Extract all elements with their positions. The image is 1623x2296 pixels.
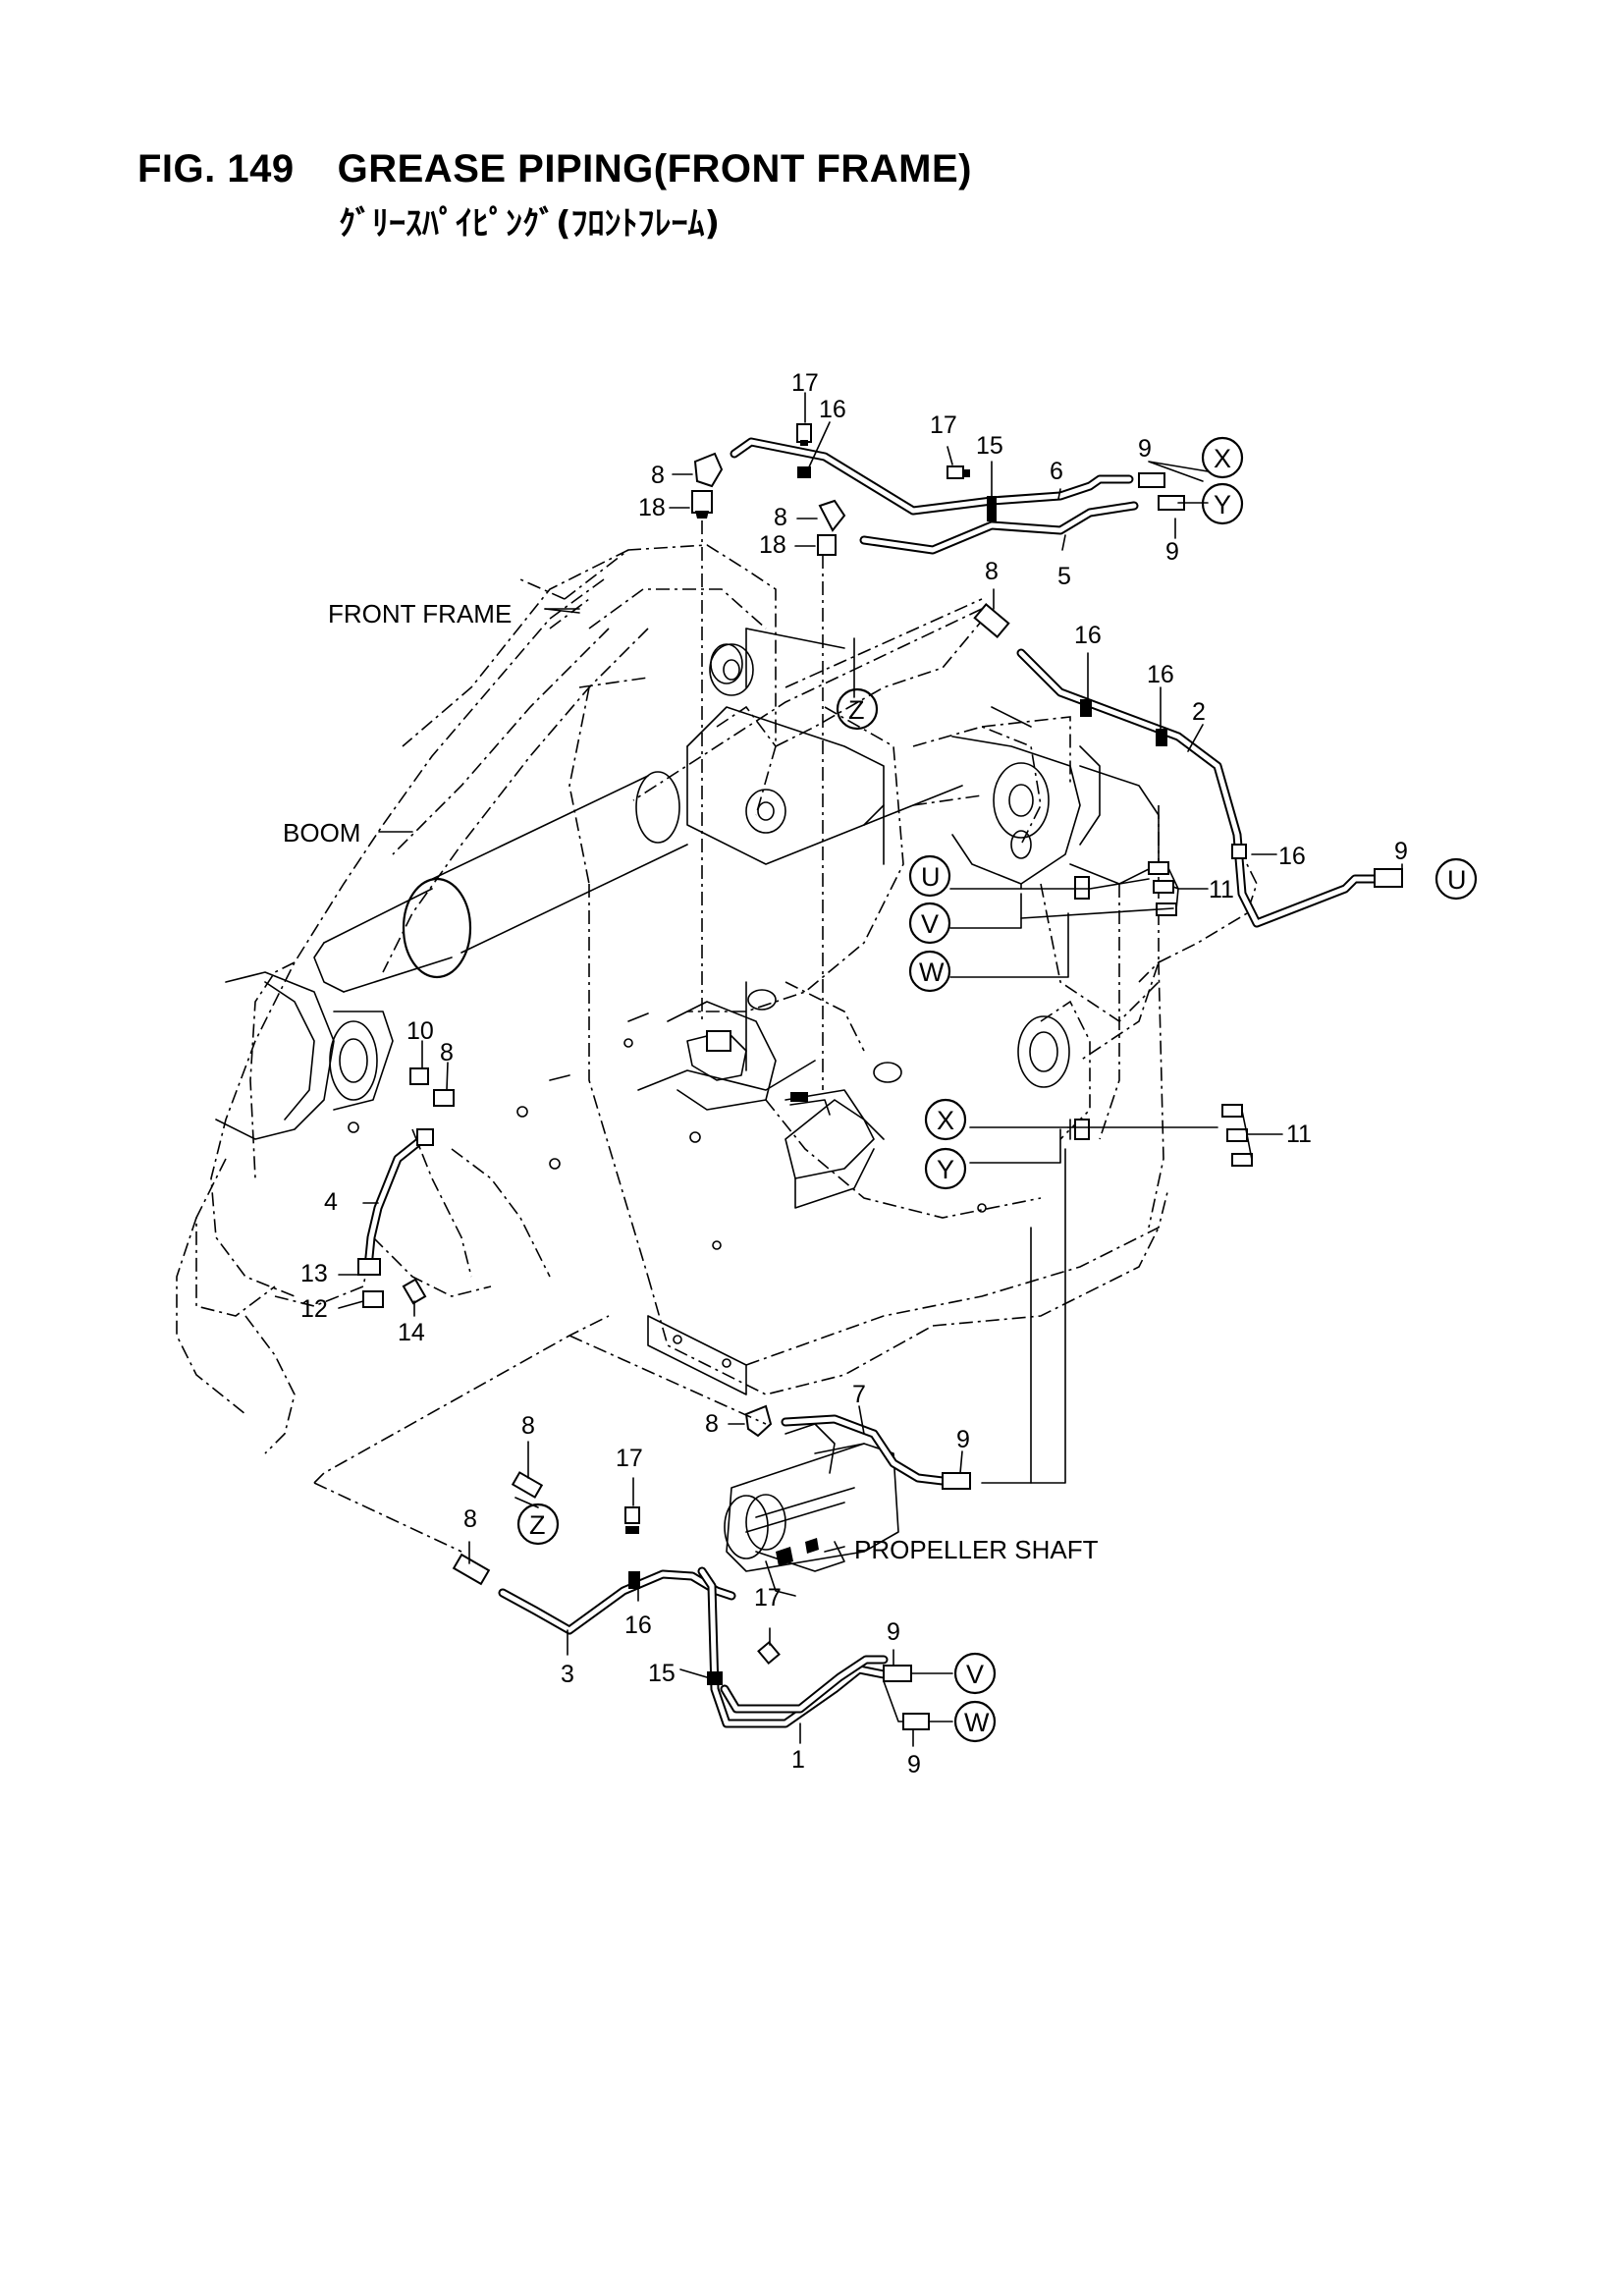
boom-cylinder: [215, 771, 688, 1140]
callout-17: 17: [616, 1445, 643, 1472]
boom-label: BOOM: [283, 818, 360, 847]
callout-15: 15: [976, 432, 1003, 460]
marker-y-top: Y: [1201, 482, 1244, 525]
part-callouts: 17 16 8 18 8 18 17 15 6 5 9 9 8 16 16 2 …: [300, 369, 1408, 1778]
svg-text:U: U: [1447, 865, 1467, 895]
callout-8: 8: [521, 1412, 535, 1440]
callout-3: 3: [561, 1661, 574, 1688]
callout-16: 16: [624, 1612, 652, 1639]
front-frame-label: FRONT FRAME: [328, 599, 512, 629]
callout-17: 17: [791, 369, 819, 397]
callout-2: 2: [1192, 698, 1206, 726]
callout-8: 8: [463, 1505, 477, 1533]
propeller-shaft-label: PROPELLER SHAFT: [854, 1535, 1099, 1564]
svg-text:V: V: [921, 909, 939, 939]
marker-u-center: U: [908, 854, 951, 898]
connection-guides: [313, 520, 1218, 1553]
marker-x-center: X: [924, 1098, 967, 1141]
svg-text:Z: Z: [848, 695, 865, 725]
svg-text:X: X: [1214, 444, 1231, 473]
svg-text:W: W: [919, 957, 945, 987]
callout-9: 9: [956, 1426, 970, 1453]
front-frame-outline: [392, 544, 1258, 1395]
figure-title: FIG. 149 GREASE PIPING(FRONT FRAME): [137, 147, 972, 191]
marker-v-center: V: [908, 902, 951, 945]
callout-8: 8: [774, 504, 787, 531]
marker-w-bottom: W: [953, 1700, 997, 1743]
callout-18: 18: [638, 494, 666, 521]
propeller-shaft-body: [724, 1423, 899, 1597]
callout-8: 8: [985, 558, 999, 585]
callout-13: 13: [300, 1260, 328, 1287]
marker-w-center: W: [908, 950, 951, 993]
callout-15: 15: [648, 1660, 676, 1687]
marker-v-bottom: V: [953, 1652, 997, 1695]
callout-8: 8: [440, 1039, 454, 1066]
callout-9: 9: [1138, 435, 1152, 463]
callout-9: 9: [1394, 838, 1408, 865]
marker-y-center: Y: [924, 1147, 967, 1190]
callout-17: 17: [754, 1584, 782, 1612]
callout-4: 4: [324, 1188, 338, 1216]
callout-1: 1: [791, 1746, 805, 1774]
figure-number: FIG. 149: [137, 147, 295, 191]
callout-18: 18: [759, 531, 786, 559]
callout-9: 9: [907, 1751, 921, 1778]
callout-9: 9: [887, 1618, 900, 1646]
callout-11: 11: [1209, 876, 1234, 903]
callout-7: 7: [852, 1381, 866, 1408]
figure-title-japanese: ｸﾞﾘｰｽﾊﾟｲﾋﾟﾝｸﾞ(ﾌﾛﾝﾄﾌﾚｰﾑ): [339, 204, 721, 244]
callout-6: 6: [1050, 458, 1063, 485]
callout-8: 8: [705, 1410, 719, 1438]
connection-markers: X Y Z U U V W: [516, 436, 1478, 1743]
callout-9: 9: [1165, 538, 1179, 566]
svg-text:V: V: [966, 1660, 984, 1689]
marker-x-top: X: [1201, 436, 1244, 479]
marker-z-bottom: Z: [516, 1503, 560, 1546]
callout-16: 16: [1147, 661, 1174, 688]
fittings: [357, 423, 1403, 1730]
callout-17: 17: [930, 411, 957, 439]
callout-14: 14: [398, 1319, 425, 1346]
front-frame-leader: [544, 608, 580, 614]
callout-16: 16: [819, 396, 846, 423]
svg-text:X: X: [937, 1106, 954, 1135]
callout-5: 5: [1057, 563, 1071, 590]
svg-text:Z: Z: [529, 1510, 546, 1540]
leader-lines: [338, 392, 1403, 1747]
callout-12: 12: [300, 1295, 328, 1323]
callout-16: 16: [1278, 843, 1306, 870]
svg-text:U: U: [921, 862, 941, 892]
figure-title-text: GREASE PIPING(FRONT FRAME): [337, 147, 972, 191]
marker-u-right: U: [1434, 857, 1478, 901]
callout-10: 10: [406, 1017, 434, 1045]
svg-text:Y: Y: [1214, 490, 1231, 519]
callout-8: 8: [651, 462, 665, 489]
callout-16: 16: [1074, 622, 1102, 649]
callout-11: 11: [1286, 1121, 1312, 1148]
component-labels: FRONT FRAME BOOM PROPELLER SHAFT: [283, 599, 1099, 1564]
svg-text:W: W: [964, 1708, 990, 1737]
svg-text:Y: Y: [937, 1155, 954, 1184]
marker-z-top: Z: [836, 687, 879, 731]
